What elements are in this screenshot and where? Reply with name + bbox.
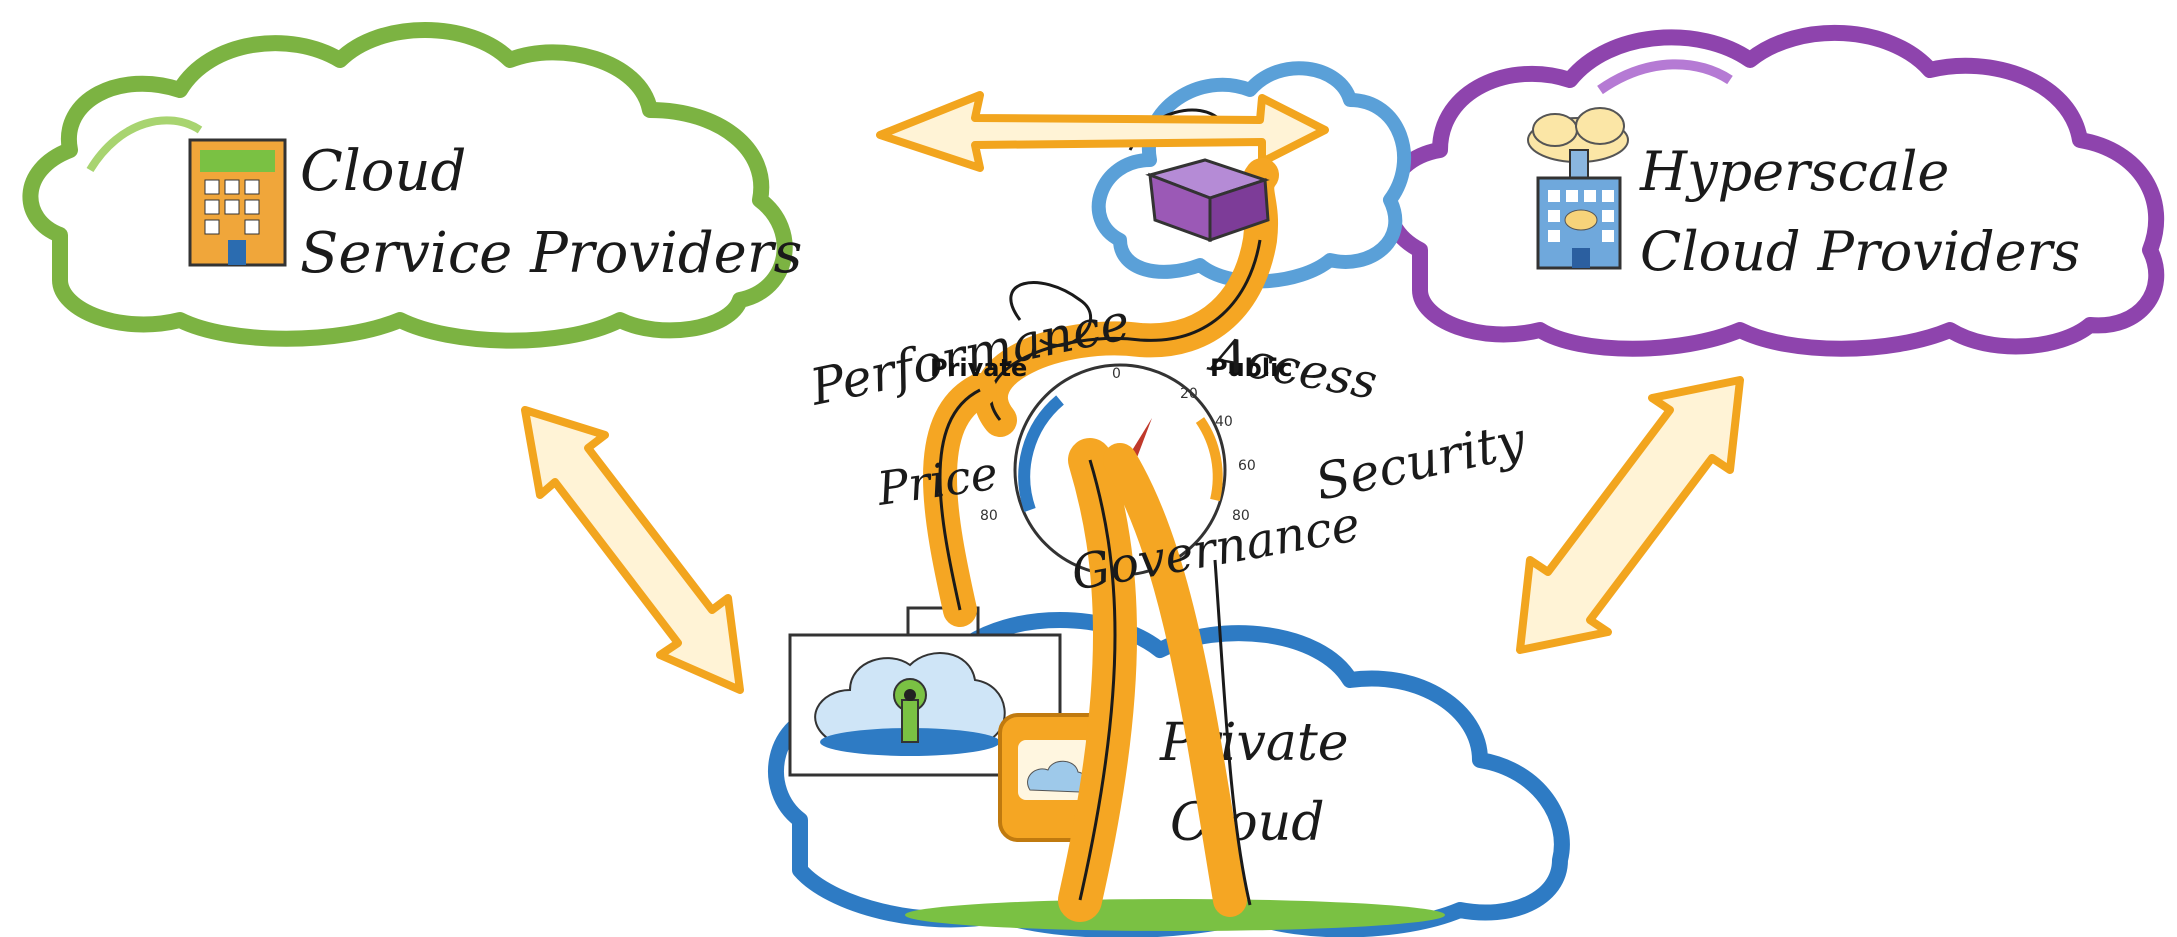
- gauge-tick-20: 20: [1180, 386, 1198, 402]
- arrow-csp-to-public: [876, 91, 1329, 172]
- label-public-small: Public: [1210, 354, 1293, 382]
- gauge-tick-60: 60: [1238, 458, 1256, 474]
- purple-cube-icon: [1145, 158, 1270, 243]
- office-building-icon: [188, 138, 287, 267]
- hyperscale-label-line1: Hyperscale: [1639, 140, 1949, 203]
- label-security: Security: [1310, 411, 1530, 512]
- gauge-tick-80-left: 80: [980, 508, 998, 524]
- gauge-tick-0: 0: [1112, 366, 1121, 382]
- csp-label-line2: Service Providers: [300, 221, 802, 286]
- label-price: Price: [873, 446, 1001, 516]
- private-cloud-label-line2: Cloud: [1170, 793, 1325, 853]
- gauge-tick-40: 40: [1215, 414, 1233, 430]
- hyperscale-cloud-providers-cloud: Hyperscale Cloud Providers: [1380, 24, 2165, 357]
- csp-label-line1: Cloud: [300, 139, 466, 204]
- arrow-csp-to-private: [521, 406, 744, 694]
- grass-patch: [905, 899, 1445, 931]
- arrow-hyperscale-to-private: [1516, 376, 1744, 654]
- hyperscale-label-line2: Cloud Providers: [1640, 220, 2080, 283]
- gauge-tick-80-right: 80: [1232, 508, 1250, 524]
- skyscraper-cloud-icon: [1527, 107, 1629, 270]
- cloud-service-providers-cloud: Cloud Service Providers: [22, 22, 802, 349]
- briefcase-lock-icon: [788, 606, 1062, 777]
- label-private-small: Private: [930, 354, 1027, 382]
